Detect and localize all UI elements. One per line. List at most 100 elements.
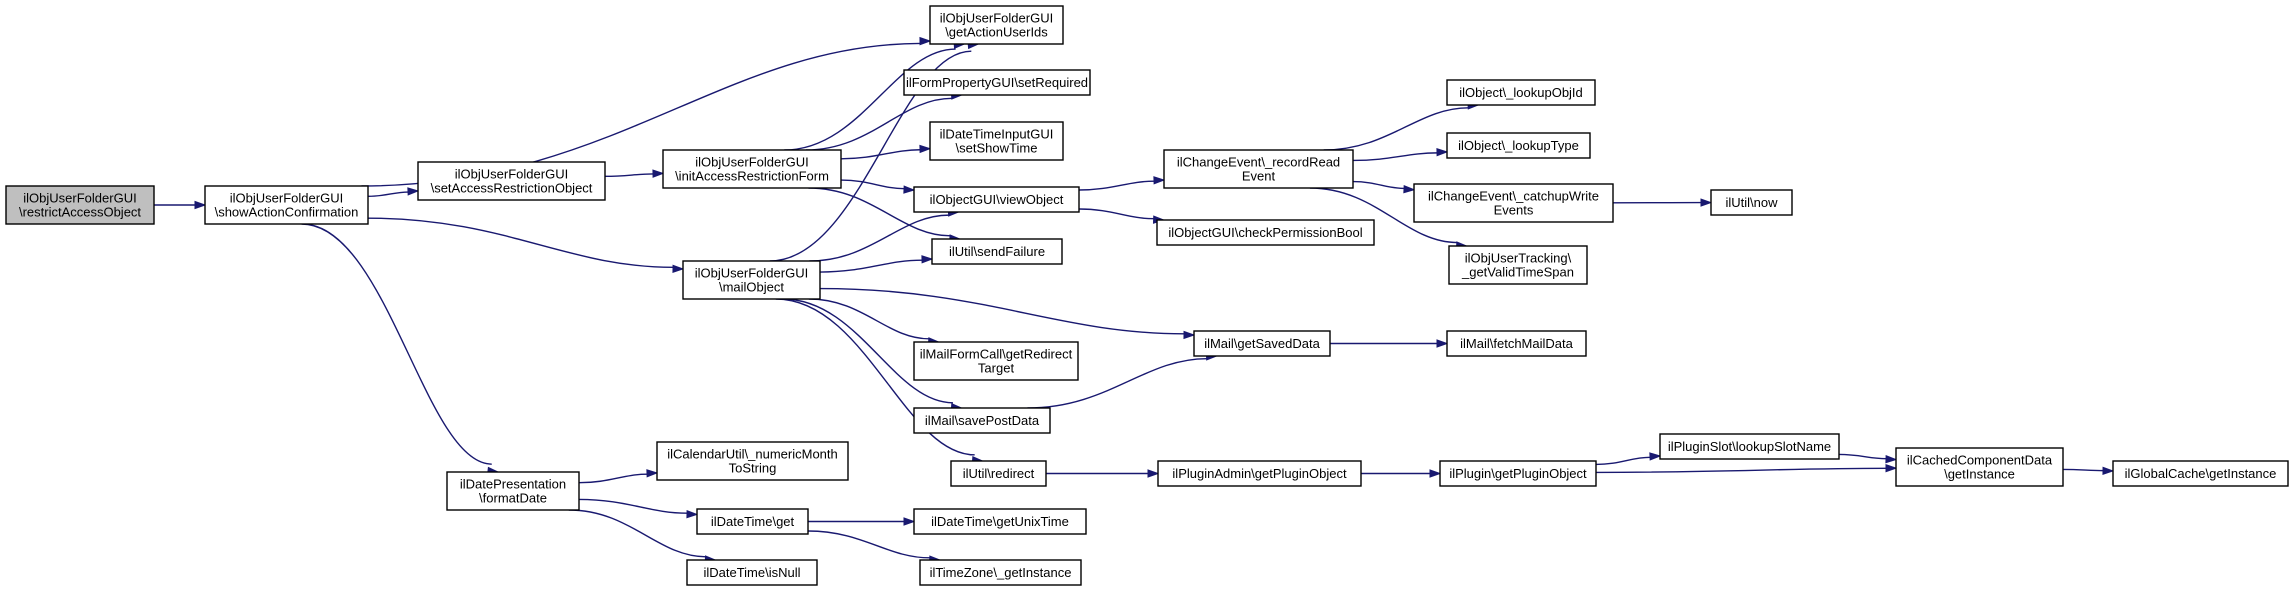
- edge-line: [578, 473, 648, 484]
- node-lookupType[interactable]: ilObject\_lookupType: [1446, 132, 1591, 159]
- node-label: ilGlobalCache\getInstance: [2125, 466, 2277, 481]
- edge-line: [1595, 467, 1887, 474]
- node-formatDate[interactable]: ilDatePresentation\formatDate: [446, 471, 580, 511]
- node-setShowTime[interactable]: ilDateTimeInputGUI\setShowTime: [929, 121, 1064, 161]
- edge-viewObject-to-recordRead: [1078, 176, 1166, 191]
- node-label: ilPluginAdmin\getPluginObject: [1172, 466, 1347, 481]
- node-label: ilObjUserFolderGUI: [940, 11, 1053, 26]
- edge-showAction-to-mailObject: [367, 217, 685, 274]
- node-label: ilDateTimeInputGUI: [940, 127, 1054, 142]
- node-sendFailure[interactable]: ilUtil\sendFailure: [931, 238, 1063, 265]
- node-getActionUserIds[interactable]: ilObjUserFolderGUI\getActionUserIds: [929, 5, 1064, 45]
- node-checkPerm[interactable]: ilObjectGUI\checkPermissionBool: [1156, 219, 1375, 246]
- node-setAccess[interactable]: ilObjUserFolderGUI\setAccessRestrictionO…: [417, 161, 606, 201]
- node-label: ilChangeEvent\_catchupWrite: [1428, 189, 1599, 204]
- node-box: [1156, 219, 1375, 246]
- nodes-layer: ilObjUserFolderGUI\restrictAccessObject i…: [5, 5, 2289, 586]
- edge-plugin-to-cached: [1595, 463, 1898, 474]
- node-box: [1163, 149, 1354, 189]
- arrowhead: [194, 200, 207, 210]
- edge-formatDate-to-dtGet: [578, 498, 699, 519]
- edge-dtGet-to-tzInstance: [807, 530, 942, 564]
- edge-line: [367, 191, 409, 198]
- arrowhead: [672, 264, 685, 274]
- node-redirect[interactable]: ilUtil\redirect: [950, 460, 1047, 487]
- arrowhead: [903, 517, 916, 526]
- edge-line: [782, 298, 953, 404]
- node-label: ilDateTime\getUnixTime: [931, 514, 1069, 529]
- edge-initAccess-to-setShowTime: [840, 144, 932, 160]
- arrowhead: [903, 185, 916, 194]
- node-label: ilPlugin\getPluginObject: [1449, 466, 1587, 481]
- edge-line: [1027, 357, 1207, 409]
- node-label: \showActionConfirmation: [215, 205, 359, 220]
- node-now[interactable]: ilUtil\now: [1710, 189, 1793, 216]
- edge-pluginSlot-to-cached: [1838, 453, 1898, 464]
- edge-line: [367, 217, 674, 269]
- node-plugin[interactable]: ilPlugin\getPluginObject: [1439, 460, 1597, 487]
- node-validTime[interactable]: ilObjUserTracking\_getValidTimeSpan: [1448, 245, 1588, 285]
- edge-line: [840, 179, 905, 190]
- node-initAccess[interactable]: ilObjUserFolderGUI\initAccessRestriction…: [662, 149, 842, 189]
- node-fetchMail[interactable]: ilMail\fetchMailData: [1446, 330, 1587, 357]
- node-setRequired[interactable]: ilFormPropertyGUI\setRequired: [903, 69, 1091, 96]
- edge-line: [1352, 152, 1438, 162]
- node-label: \setShowTime: [956, 141, 1038, 156]
- edge-showAction-to-formatDate: [301, 223, 500, 476]
- edge-mailObject-to-redirect: [775, 298, 985, 465]
- node-getSavedData[interactable]: ilMail\getSavedData: [1193, 330, 1331, 357]
- node-box: [931, 238, 1063, 265]
- arrowhead: [1436, 147, 1449, 157]
- node-dtGet[interactable]: ilDateTime\get: [696, 508, 809, 535]
- node-showAction[interactable]: ilObjUserFolderGUI\showActionConfirmatio…: [204, 185, 369, 225]
- edge-cached-to-globalCache: [2062, 466, 2115, 476]
- node-tzInstance[interactable]: ilTimeZone\_getInstance: [919, 559, 1082, 586]
- node-box: [1446, 79, 1596, 106]
- node-root[interactable]: ilObjUserFolderGUI\restrictAccessObject: [5, 185, 155, 225]
- edge-line: [604, 173, 654, 178]
- node-label: \initAccessRestrictionForm: [675, 169, 829, 184]
- node-label: ilObject\_lookupType: [1458, 138, 1579, 153]
- node-lookupObjId[interactable]: ilObject\_lookupObjId: [1446, 79, 1596, 106]
- node-box: [903, 69, 1091, 96]
- node-box: [1193, 330, 1331, 357]
- node-label: ilChangeEvent\_recordRead: [1177, 155, 1340, 170]
- node-box: [446, 471, 580, 511]
- node-label: ilCalendarUtil\_numericMonth: [667, 447, 838, 462]
- arrowhead: [1153, 176, 1166, 185]
- edge-mailObject-to-getRedirect: [808, 298, 941, 346]
- arrowhead: [919, 144, 932, 154]
- node-pluginSlot[interactable]: ilPluginSlot\lookupSlotName: [1659, 433, 1840, 460]
- node-label: ToString: [729, 461, 777, 476]
- node-pluginAdmin[interactable]: ilPluginAdmin\getPluginObject: [1157, 460, 1362, 487]
- node-globalCache[interactable]: ilGlobalCache\getInstance: [2112, 460, 2289, 487]
- edge-initAccess-to-viewObject: [840, 179, 916, 194]
- arrowhead: [921, 255, 934, 264]
- arrowhead: [407, 187, 420, 196]
- node-label: ilMail\fetchMailData: [1460, 336, 1573, 351]
- node-box: [950, 460, 1047, 487]
- node-unixTime[interactable]: ilDateTime\getUnixTime: [913, 508, 1087, 535]
- edge-line: [1078, 208, 1154, 220]
- node-label: \setAccessRestrictionObject: [431, 181, 593, 196]
- node-cached[interactable]: ilCachedComponentData\getInstance: [1895, 447, 2064, 487]
- edge-line: [1078, 180, 1155, 191]
- edge-getSavedData-to-fetchMail: [1330, 339, 1449, 348]
- edge-mailObject-to-getSavedData: [819, 287, 1196, 340]
- node-box: [1157, 460, 1362, 487]
- node-box: [1439, 460, 1597, 487]
- edge-formatDate-to-isNull: [568, 509, 717, 564]
- node-viewObject[interactable]: ilObjectGUI\viewObject: [913, 186, 1080, 213]
- node-box: [1659, 433, 1840, 460]
- node-box: [1895, 447, 2064, 487]
- node-savePost[interactable]: ilMail\savePostData: [913, 407, 1051, 434]
- node-label: ilObjUserTracking\: [1465, 251, 1572, 266]
- edge-recordRead-to-lookupType: [1352, 147, 1449, 162]
- node-label: ilPluginSlot\lookupSlotName: [1668, 439, 1831, 454]
- node-mailObject[interactable]: ilObjUserFolderGUI\mailObject: [682, 260, 821, 300]
- node-isNull[interactable]: ilDateTime\isNull: [686, 559, 818, 586]
